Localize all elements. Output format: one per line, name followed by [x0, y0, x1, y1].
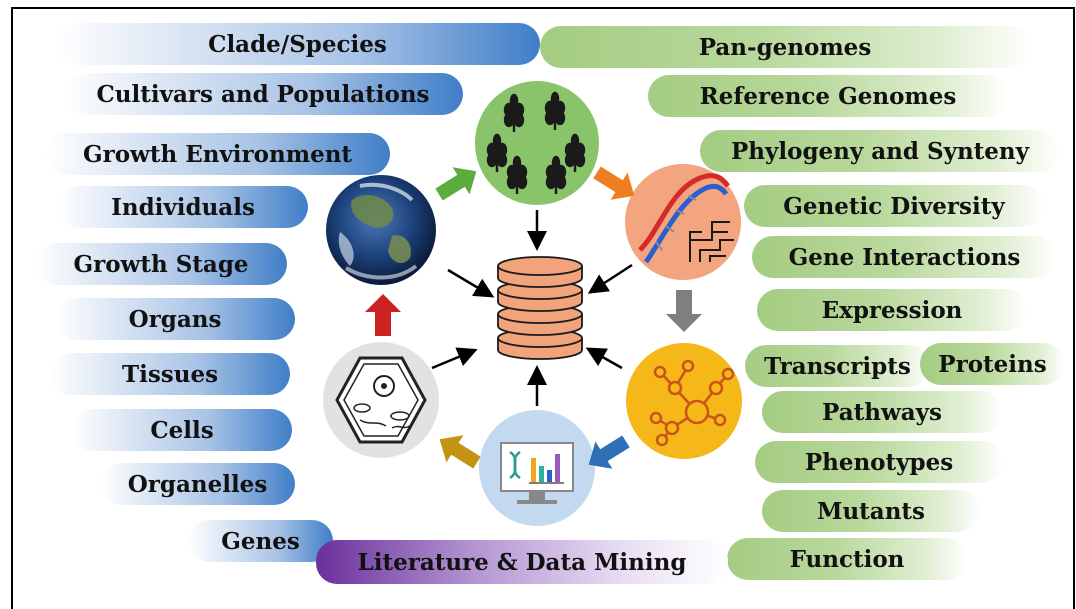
database-icon — [497, 256, 583, 360]
label-pathways: Pathways — [762, 391, 1002, 433]
label-genetic-diversity: Genetic Diversity — [744, 185, 1044, 227]
label-literature-data-mining: Literature & Data Mining — [316, 540, 728, 584]
arrow-network-to-analysis — [588, 435, 630, 469]
arrow-wheat-to-dna — [593, 166, 635, 200]
label-proteins: Proteins — [920, 343, 1065, 385]
label-growth-stage: Growth Stage — [35, 243, 287, 285]
label-growth-environment: Growth Environment — [45, 133, 390, 175]
label-pan-genomes: Pan-genomes — [540, 26, 1030, 68]
label-phylogeny-synteny: Phylogeny and Synteny — [700, 130, 1060, 172]
label-cells: Cells — [72, 409, 292, 451]
label-reference-genomes: Reference Genomes — [648, 75, 1008, 117]
label-expression: Expression — [757, 289, 1027, 331]
label-genes: Genes — [188, 520, 333, 562]
label-function: Function — [727, 538, 967, 580]
arrow-earth-to-wheat — [435, 167, 477, 201]
label-cultivars-populations: Cultivars and Populations — [63, 73, 463, 115]
label-phenotypes: Phenotypes — [755, 441, 1003, 483]
label-organs: Organs — [55, 298, 295, 340]
label-individuals: Individuals — [58, 186, 308, 228]
data-analysis-icon — [479, 410, 595, 526]
dna-phylogeny-icon — [625, 164, 741, 280]
network-icon — [626, 343, 742, 459]
plant-cell-icon — [323, 342, 439, 458]
label-transcripts: Transcripts — [745, 345, 930, 387]
label-mutants: Mutants — [762, 490, 980, 532]
arrow-analysis-to-cell — [439, 435, 481, 469]
label-gene-interactions: Gene Interactions — [752, 236, 1057, 278]
cycle-diagram — [323, 81, 742, 526]
data-flow-arrows — [431, 210, 633, 406]
diagram-frame — [11, 7, 1075, 609]
label-tissues: Tissues — [50, 353, 290, 395]
arrow-dna-to-network — [666, 290, 702, 332]
earth-icon — [326, 175, 436, 285]
label-organelles: Organelles — [100, 463, 295, 505]
label-clade-species: Clade/Species — [55, 23, 540, 65]
wheat-icon — [475, 81, 599, 205]
arrow-cell-to-earth — [365, 294, 401, 336]
